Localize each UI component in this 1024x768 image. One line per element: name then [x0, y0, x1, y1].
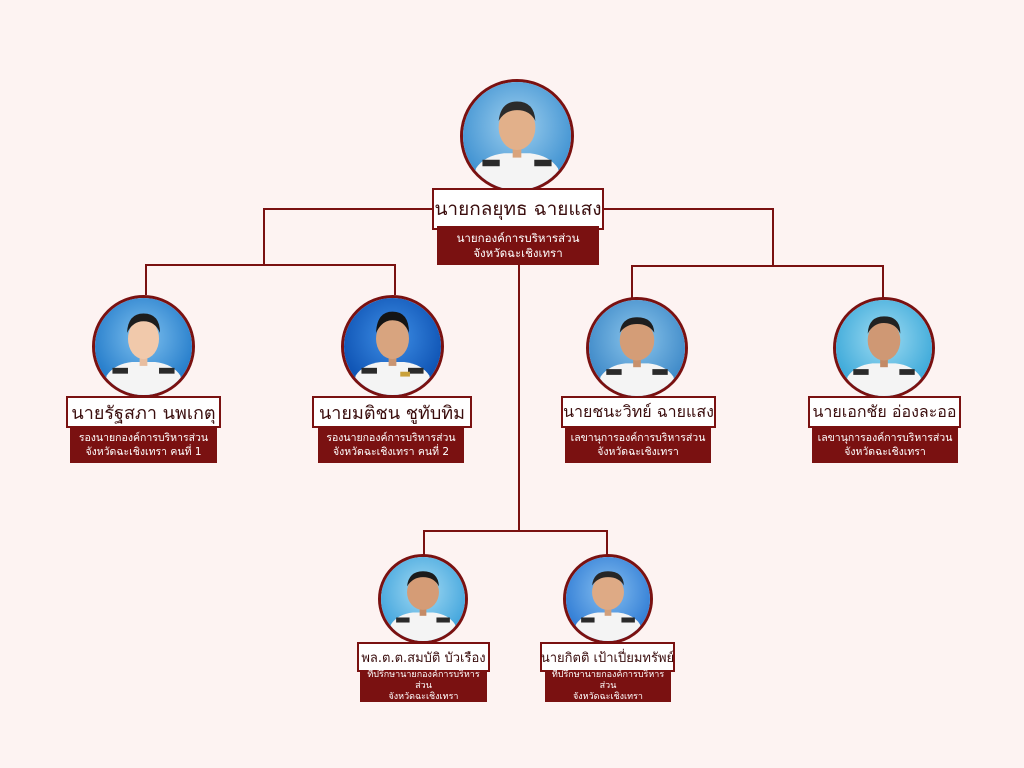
person-portrait-icon [836, 300, 932, 396]
advisor-1-title-line1: ที่ปรึกษานายกองค์การบริหารส่วน [367, 669, 480, 691]
advisor-2-name: นายกิตติ เป้าเปี่ยมทรัพย์ [540, 642, 675, 672]
deputy-2-title-line1: รองนายกองค์การบริหารส่วน [326, 432, 456, 445]
person-portrait-icon [381, 557, 465, 641]
secretary-1-photo [586, 297, 688, 399]
deputy-2-title: รองนายกองค์การบริหารส่วน จังหวัดฉะเชิงเท… [318, 428, 464, 463]
secretary-2-photo [833, 297, 935, 399]
deputy-1-photo [92, 295, 195, 398]
chief-name: นายกลยุทธ ฉายแสง [432, 188, 604, 230]
advisor-1-name: พล.ต.ต.สมบัติ บัวเรือง [357, 642, 490, 672]
secretary-2-title-line1: เลขานุการองค์การบริหารส่วน [817, 432, 953, 445]
deputy-2-title-line2: จังหวัดฉะเชิงเทรา คนที่ 2 [332, 445, 450, 458]
chief-title-line2: จังหวัดฉะเชิงเทรา [473, 245, 563, 260]
deputy-1-title-line1: รองนายกองค์การบริหารส่วน [78, 432, 209, 445]
deputy-2-name: นายมติชน ชูทับทิม [312, 396, 472, 428]
advisor-2-title-line1: ที่ปรึกษานายกองค์การบริหารส่วน [551, 669, 665, 691]
advisor-2-title-line2: จังหวัดฉะเชิงเทรา [573, 692, 643, 703]
deputy-1-title-line2: จังหวัดฉะเชิงเทรา คนที่ 1 [85, 445, 202, 458]
secretary-2-title-line2: จังหวัดฉะเชิงเทรา [844, 445, 926, 458]
person-portrait-icon [344, 298, 441, 395]
secretary-2-title: เลขานุการองค์การบริหารส่วน จังหวัดฉะเชิง… [812, 428, 958, 463]
secretary-1-title: เลขานุการองค์การบริหารส่วน จังหวัดฉะเชิง… [565, 428, 711, 463]
deputy-2-photo [341, 295, 444, 398]
chief-photo [460, 79, 574, 193]
advisor-1-title: ที่ปรึกษานายกองค์การบริหารส่วน จังหวัดฉะ… [360, 669, 487, 703]
deputy-1-name: นายรัฐสภา นพเกตุ [66, 396, 221, 428]
chief-title-line1: นายกองค์การบริหารส่วน [456, 231, 580, 246]
chief-title: นายกองค์การบริหารส่วน จังหวัดฉะเชิงเทรา [437, 226, 599, 265]
advisor-2-title: ที่ปรึกษานายกองค์การบริหารส่วน จังหวัดฉะ… [545, 669, 671, 703]
deputy-1-title: รองนายกองค์การบริหารส่วน จังหวัดฉะเชิงเท… [70, 428, 217, 463]
secretary-1-title-line1: เลขานุการองค์การบริหารส่วน [570, 432, 706, 445]
advisor-1-title-line2: จังหวัดฉะเชิงเทรา [388, 692, 459, 703]
person-portrait-icon [566, 557, 650, 641]
secretary-1-title-line2: จังหวัดฉะเชิงเทรา [597, 445, 679, 458]
person-portrait-icon [589, 300, 685, 396]
person-portrait-icon [463, 82, 571, 190]
advisor-2-photo [563, 554, 653, 644]
secretary-1-name: นายชนะวิทย์ ฉายแสง [561, 396, 716, 428]
secretary-2-name: นายเอกชัย อ่องละออ [808, 396, 961, 428]
person-portrait-icon [95, 298, 192, 395]
advisor-1-photo [378, 554, 468, 644]
